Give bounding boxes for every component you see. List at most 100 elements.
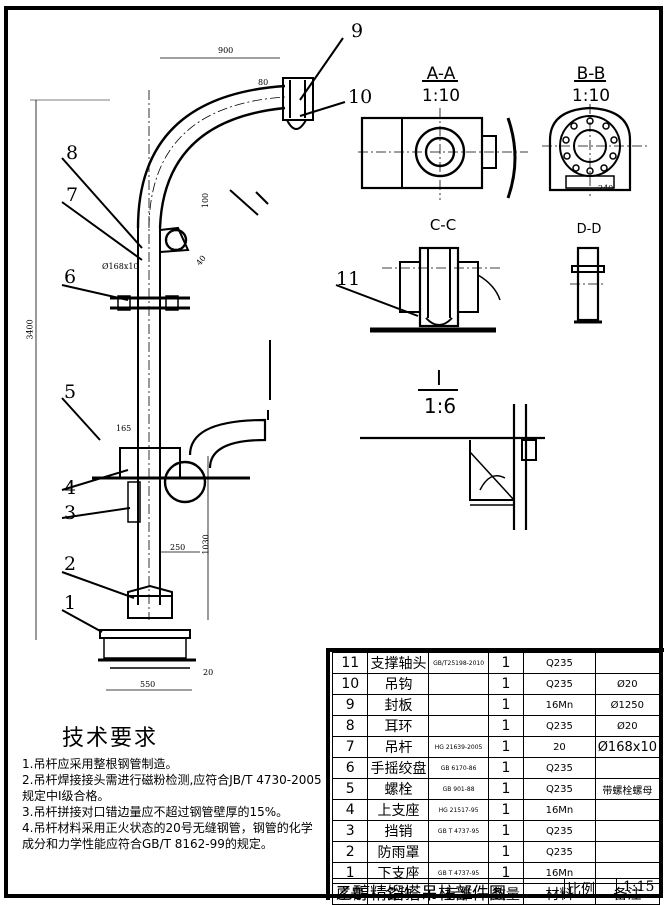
bom-cell-note: Ø168x10 [594, 736, 661, 758]
callout-6: 6 [64, 266, 77, 288]
tech-item-2: 2.吊杆焊接接头需进行磁粉检测,应符合JB/T 4730-2005规定中I级合格… [22, 773, 322, 803]
dim-550: 550 [140, 680, 156, 689]
bom-cell-mat: 16Mn [523, 694, 596, 716]
bom-cell-qty: 1 [487, 778, 525, 800]
bom-cell-name: 防雨罩 [367, 841, 430, 863]
detail-i-scale: 1:6 [423, 394, 457, 418]
callout-7: 7 [66, 184, 79, 206]
tech-item-1: 1.吊杆应采用整根钢管制造。 [22, 757, 178, 771]
bom-cell-no: 7 [331, 736, 369, 758]
bom-cell-note [594, 757, 661, 779]
bom-cell-no: 11 [331, 652, 369, 674]
title-block: 乙醇精馏塔吊柱部件图 比例 1:15 [332, 878, 660, 904]
bom-cell-name: 螺栓 [367, 778, 430, 800]
detail-i-label: I [436, 366, 442, 390]
section-b-b [542, 80, 650, 196]
callout-3: 3 [64, 502, 77, 524]
bom-cell-name: 支撑轴头 [367, 652, 430, 674]
section-aa-scale: 1:10 [421, 86, 461, 106]
bom-cell-mat: Q235 [523, 757, 596, 779]
callout-1: 1 [64, 592, 77, 614]
bom-cell-no: 10 [331, 673, 369, 695]
bom-cell-name: 手摇绞盘 [367, 757, 430, 779]
bom-cell-no: 2 [331, 841, 369, 863]
bom-cell-qty: 1 [487, 799, 525, 821]
bom-cell-std [428, 673, 489, 695]
bom-cell-qty: 1 [487, 841, 525, 863]
bom-cell-no: 8 [331, 715, 369, 737]
bom-cell-std: HG 21517-95 [428, 799, 489, 821]
bom-cell-no: 3 [331, 820, 369, 842]
section-a-a [358, 80, 528, 200]
dim-3400: 3400 [25, 319, 35, 340]
dim-900: 900 [218, 46, 234, 55]
bom-cell-std: GB/T25198-2010 [428, 652, 489, 674]
bom-cell-name: 挡销 [367, 820, 430, 842]
bom-cell-mat: Q235 [523, 715, 596, 737]
scale-label: 比例 [564, 879, 595, 899]
bom-cell-name: 吊钩 [367, 673, 430, 695]
tech-item-4: 4.吊杆材料采用正火状态的20号无缝钢管，钢管的化学成分和力学性能应符合GB/T… [22, 821, 313, 851]
tech-title: 技术要求 [62, 726, 159, 751]
callout-4: 4 [64, 477, 77, 499]
bom-cell-qty: 1 [487, 736, 525, 758]
bom-cell-std [428, 694, 489, 716]
dim-80: 80 [258, 78, 269, 87]
bom-cell-name: 耳环 [367, 715, 430, 737]
bom-cell-qty: 1 [487, 652, 525, 674]
bom-cell-qty: 1 [487, 820, 525, 842]
bom-cell-note [594, 820, 661, 842]
bom-cell-note: Ø20 [594, 673, 661, 695]
bom-cell-note [594, 652, 661, 674]
callout-10: 10 [348, 86, 373, 108]
callout-8: 8 [66, 142, 79, 164]
bom-cell-std: GB 901-88 [428, 778, 489, 800]
bom-cell-no: 9 [331, 694, 369, 716]
bom-cell-std: HG 21639-2005 [428, 736, 489, 758]
bom-border [326, 648, 664, 900]
dim-240: 240 [598, 184, 614, 193]
dim-250: 250 [170, 543, 186, 552]
bom-cell-note: Ø1250 [594, 694, 661, 716]
bom-cell-mat: Q235 [523, 778, 596, 800]
drawing-title: 乙醇精馏塔吊柱部件图 [336, 884, 506, 904]
dim-1030: 1030 [201, 534, 211, 555]
bom-cell-mat: Q235 [523, 820, 596, 842]
dim-20: 20 [203, 668, 214, 677]
callout-leaders [61, 37, 419, 633]
section-aa-label: A-A [426, 64, 456, 84]
bom-cell-mat: 16Mn [523, 799, 596, 821]
bom-cell-note: 带螺栓螺母 [594, 778, 661, 800]
bom-cell-qty: 1 [487, 715, 525, 737]
bom-cell-note: Ø20 [594, 715, 661, 737]
dim-168x10: Ø168x10 [102, 262, 139, 271]
bom-cell-std: GB T 4737-95 [428, 820, 489, 842]
section-dd-label: D-D [576, 222, 602, 237]
section-bb-scale: 1:10 [571, 86, 611, 106]
bom-cell-mat: Q235 [523, 652, 596, 674]
bom-cell-mat: 20 [523, 736, 596, 758]
bom-cell-name: 上支座 [367, 799, 430, 821]
bom-cell-mat: Q235 [523, 841, 596, 863]
bom-cell-std: GB 6170-86 [428, 757, 489, 779]
section-bb-label: B-B [576, 64, 606, 84]
tech-item-3: 3.吊杆拼接对口错边量应不超过钢管壁厚的15%。 [22, 805, 289, 819]
bom-cell-name: 封板 [367, 694, 430, 716]
section-d-d [570, 246, 606, 324]
bom-cell-mat: Q235 [523, 673, 596, 695]
bom-cell-no: 6 [331, 757, 369, 779]
callout-2: 2 [64, 553, 77, 575]
bom-cell-note [594, 841, 661, 863]
detail-i [360, 389, 545, 530]
dim-100: 100 [201, 192, 211, 209]
